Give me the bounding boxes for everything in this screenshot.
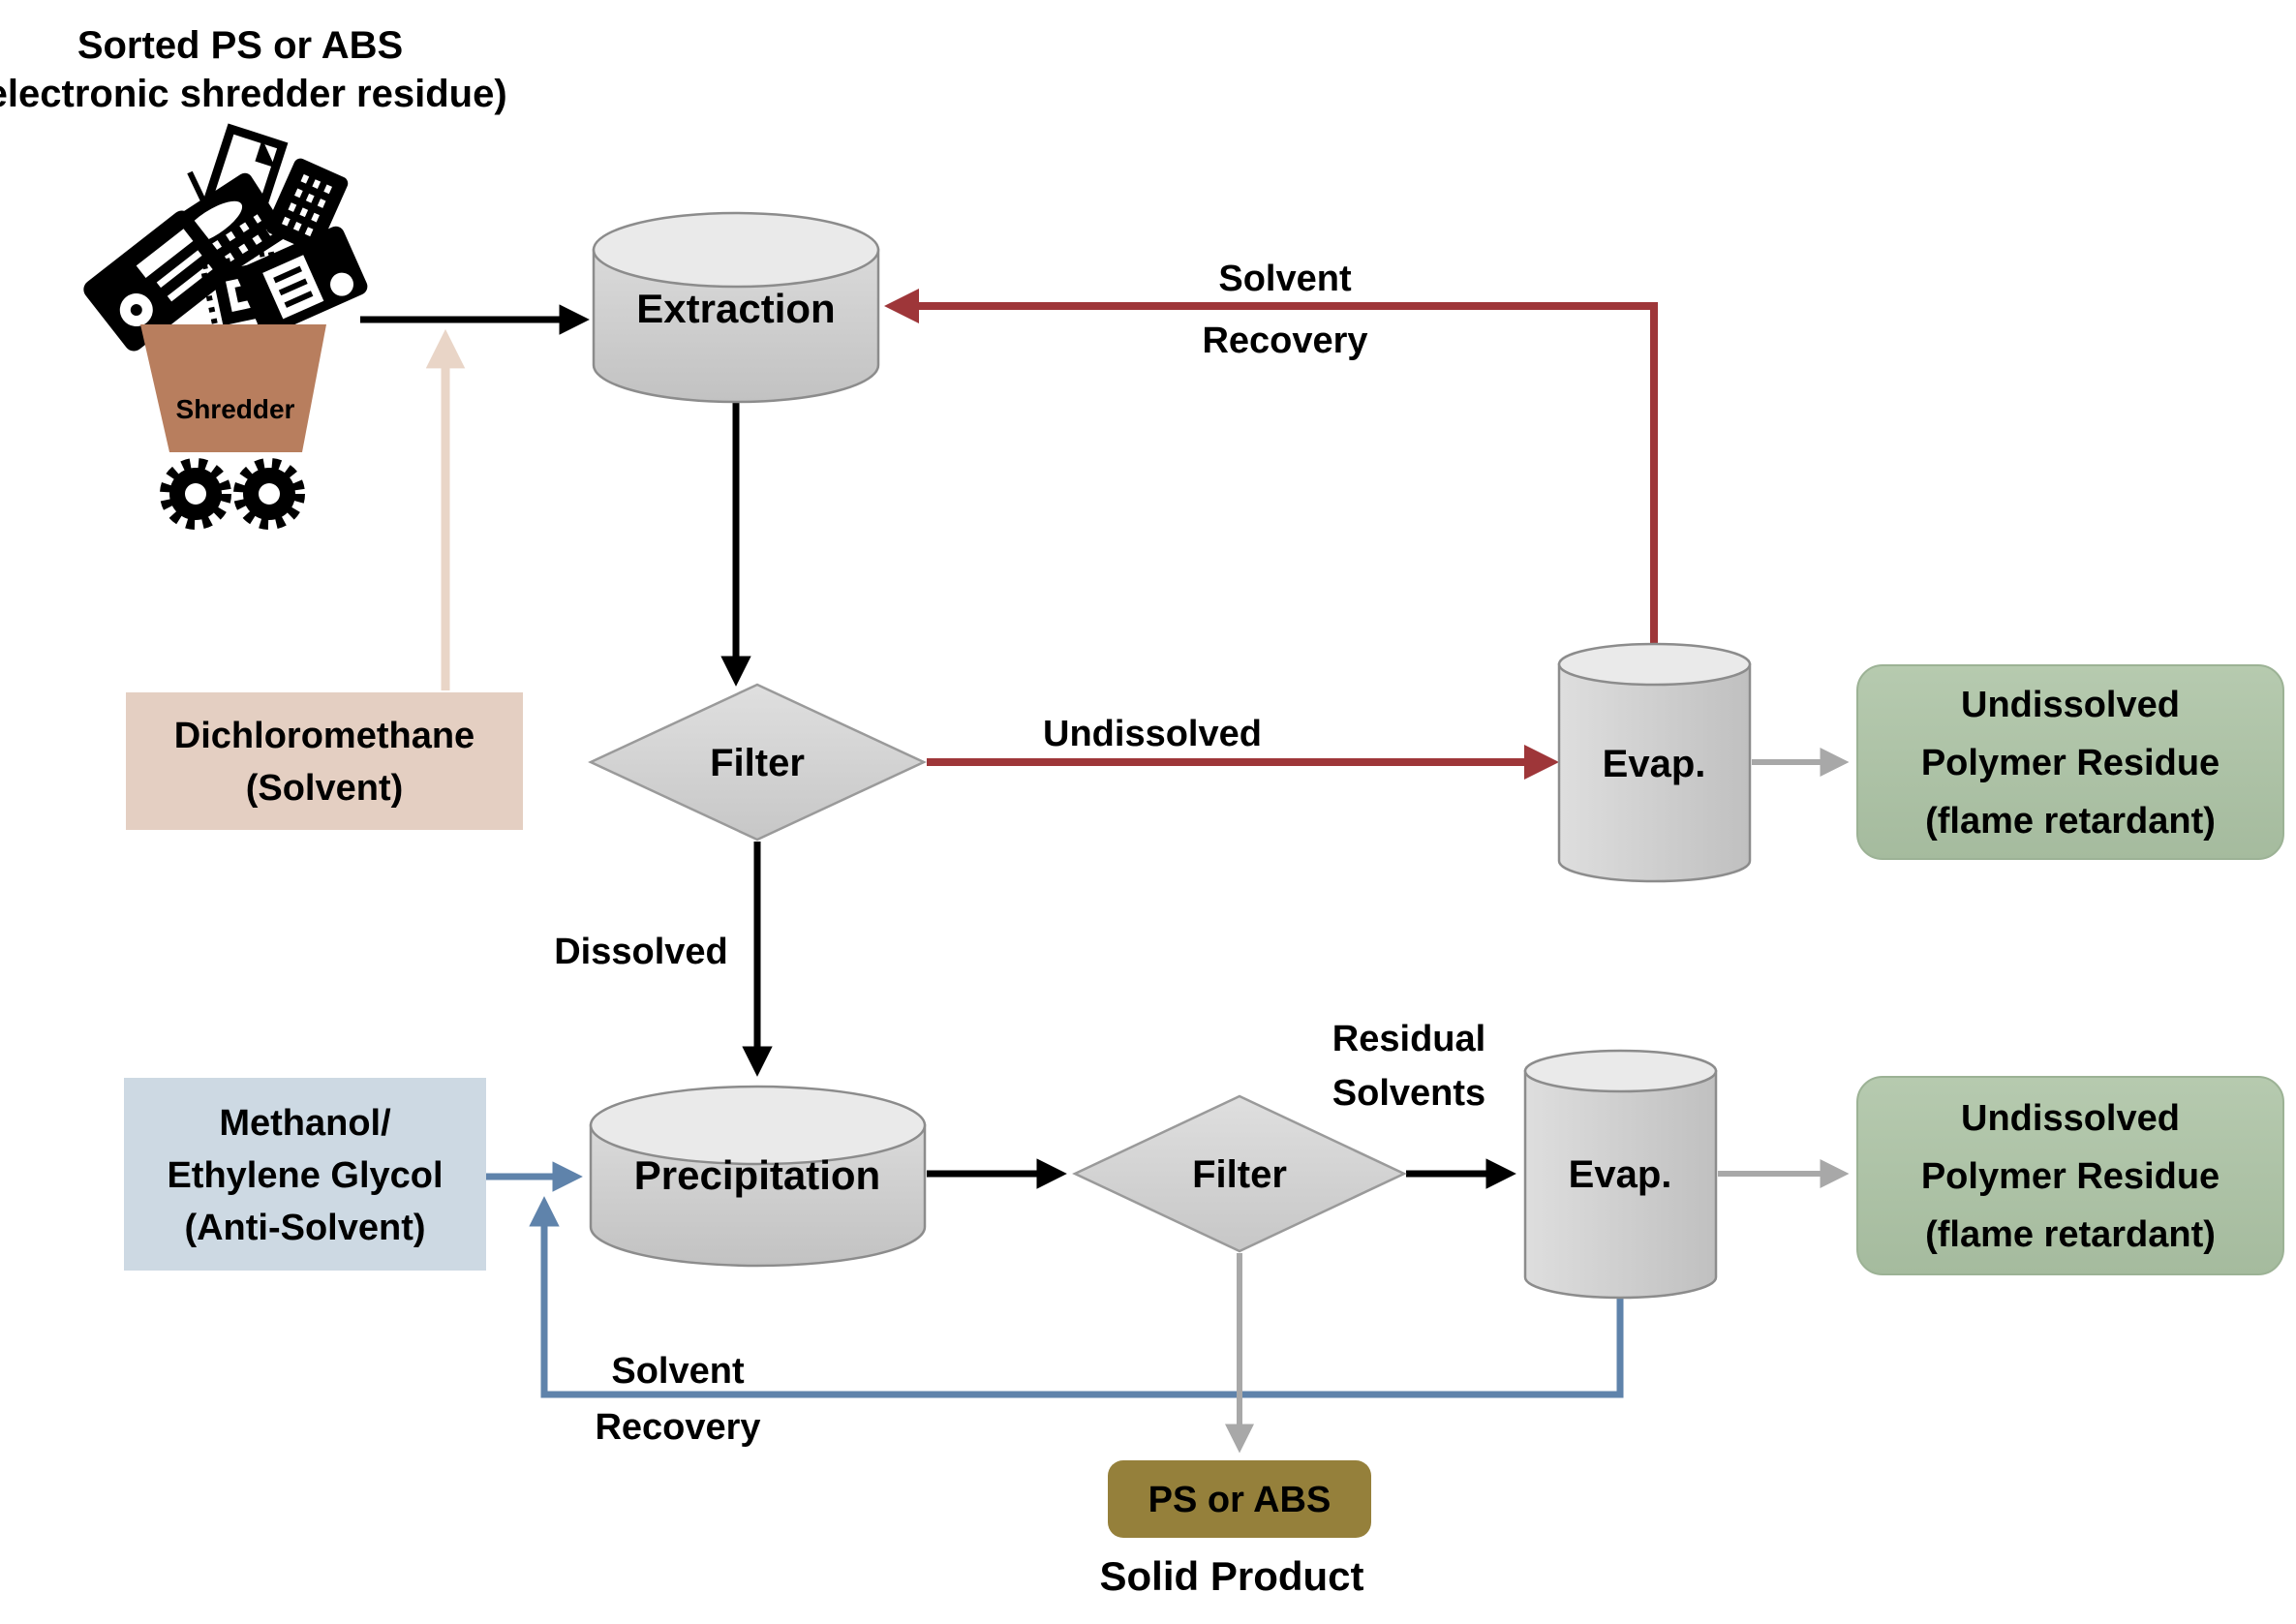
extraction-cylinder: Extraction (592, 211, 880, 404)
undissolved-label: Undissolved (1043, 714, 1262, 754)
anti-solvent-box-rect (124, 1078, 486, 1271)
product-box-rect (1108, 1460, 1371, 1538)
gear-wheel-left-icon (160, 458, 231, 530)
dissolved-label: Dissolved (554, 932, 728, 972)
product-box-label: PS or ABS (1148, 1480, 1332, 1520)
title-line-1: Sorted PS or ABS (77, 24, 403, 67)
residue-box-bottom: Undissolved Polymer Residue (flame retar… (1856, 1076, 2284, 1275)
residue-box-top: Undissolved Polymer Residue (flame retar… (1856, 664, 2284, 860)
solvent-box: Dichloromethane (Solvent) (126, 692, 523, 830)
filter-bottom-diamond: Filter (1072, 1094, 1407, 1253)
shredder-cart (140, 324, 326, 452)
arrow-solvent-recovery-top (884, 289, 1658, 644)
extraction-label: Extraction (636, 286, 835, 331)
solvent-recovery-top-line-2: Recovery (1202, 321, 1367, 361)
evap-top-cylinder: Evap. (1557, 642, 1752, 883)
precipitation-label: Precipitation (634, 1152, 880, 1198)
product-caption: Solid Product (1100, 1553, 1364, 1599)
solvent-recovery-bottom-line-2: Recovery (595, 1407, 760, 1448)
title-line-2: (electronic shredder residue) (0, 73, 507, 115)
filter-top-label: Filter (710, 742, 805, 784)
residual-solvents-line-1: Residual (1332, 1019, 1485, 1059)
solvent-box-line-2: (Solvent) (246, 768, 404, 809)
evap-bottom-label: Evap. (1569, 1153, 1672, 1196)
residue-bottom-line-3: (flame retardant) (1925, 1214, 2216, 1255)
product-box: PS or ABS (1108, 1460, 1371, 1538)
residue-bottom-line-2: Polymer Residue (1921, 1156, 2219, 1197)
shredder-icon: Shredder (83, 123, 368, 530)
arrow-solvent-recovery-bottom (529, 1196, 1624, 1398)
evap-top-label: Evap. (1603, 743, 1706, 785)
e-waste-pile-icon (83, 123, 368, 352)
evap-bottom-cylinder: Evap. (1523, 1049, 1718, 1300)
solvent-box-line-1: Dichloromethane (174, 716, 475, 756)
residue-bottom-line-1: Undissolved (1961, 1098, 2180, 1139)
solvent-recovery-top-line-1: Solvent (1218, 259, 1352, 299)
residual-solvents-line-2: Solvents (1332, 1073, 1485, 1114)
filter-bottom-label: Filter (1192, 1153, 1287, 1196)
gear-wheel-right-icon (233, 458, 305, 530)
residue-top-line-3: (flame retardant) (1925, 801, 2216, 842)
shredder-cart-label: Shredder (176, 394, 295, 424)
precipitation-cylinder: Precipitation (589, 1085, 927, 1268)
solvent-box-rect (126, 692, 523, 830)
anti-solvent-line-3: (Anti-Solvent) (184, 1208, 425, 1248)
anti-solvent-line-1: Methanol/ (219, 1103, 391, 1144)
residue-top-line-2: Polymer Residue (1921, 743, 2219, 783)
solvent-recovery-bottom-line-1: Solvent (611, 1351, 745, 1392)
residue-top-line-1: Undissolved (1961, 685, 2180, 725)
anti-solvent-box: Methanol/ Ethylene Glycol (Anti-Solvent) (124, 1078, 486, 1271)
filter-top-diamond: Filter (588, 683, 927, 842)
anti-solvent-line-2: Ethylene Glycol (167, 1155, 443, 1196)
